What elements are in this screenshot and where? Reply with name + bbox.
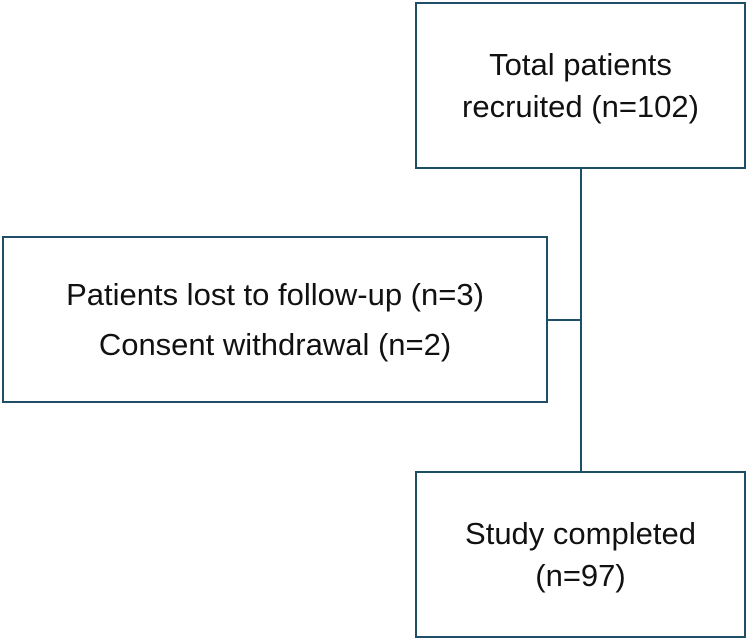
recruited-box: Total patients recruited (n=102) [415, 2, 746, 169]
completed-box: Study completed (n=97) [415, 471, 746, 638]
recruited-line-1: Total patients [489, 46, 672, 82]
recruited-line-2: recruited (n=102) [462, 88, 699, 124]
completed-line-2: (n=97) [535, 557, 626, 593]
completed-line-1: Study completed [465, 515, 696, 551]
excluded-box: Patients lost to follow-up (n=3) Consent… [2, 236, 548, 403]
lost-to-follow-up-text: Patients lost to follow-up (n=3) [66, 276, 484, 312]
consent-withdrawal-text: Consent withdrawal (n=2) [98, 326, 452, 362]
